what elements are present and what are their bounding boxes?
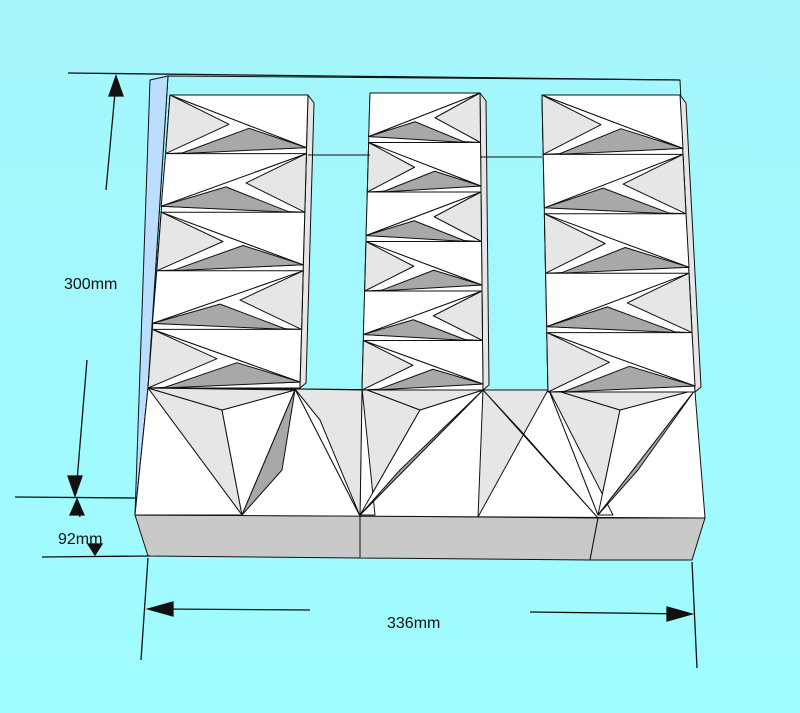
prong-facet: [545, 272, 690, 328]
base-front-face: [359, 515, 599, 561]
prong-facet: [626, 272, 693, 334]
prong-facet: [151, 303, 288, 330]
base-facet: [547, 387, 614, 516]
prong-facet: [379, 269, 483, 292]
prong-facet: [562, 365, 696, 393]
dim-300-line-lower: [75, 359, 88, 494]
e-shaped-part-model: [134, 75, 706, 561]
arrow-up-icon: [108, 74, 124, 97]
prong-facet: [165, 94, 230, 155]
extension-line-top: [67, 72, 681, 81]
dim-336-line-right: [529, 611, 691, 615]
extension-line-right: [691, 561, 698, 669]
prong-facet: [557, 128, 684, 155]
dimension-label-thickness: 92mm: [58, 531, 103, 548]
prong-facet: [542, 153, 684, 209]
base-facet: [482, 389, 599, 519]
prong-facet: [546, 332, 610, 393]
prong-facet: [151, 270, 304, 324]
base-front-face: [134, 514, 361, 559]
prong-facet: [368, 121, 466, 143]
prong-facet: [543, 187, 672, 215]
prong-facet: [365, 241, 483, 286]
dim-336-line-left: [159, 608, 311, 611]
prong-facet: [160, 153, 307, 207]
base-front-face: [589, 517, 706, 561]
prong-facet: [362, 340, 484, 385]
base-facet: [597, 389, 696, 516]
prong-facet: [365, 191, 482, 236]
prong-facet: [147, 328, 218, 389]
base-facet: [134, 387, 243, 516]
prong-facet: [622, 153, 687, 215]
prong-facet: [368, 92, 481, 137]
prong-facet: [432, 290, 483, 341]
prong-facet: [365, 220, 467, 242]
prong-facet: [366, 142, 416, 193]
prong-facet: [546, 306, 678, 334]
extension-line-bottom: [41, 555, 151, 558]
prong-facet: [560, 247, 690, 274]
prong-facet: [169, 94, 309, 149]
dimension-label-width: 336mm: [387, 615, 441, 632]
prong-facet: [245, 153, 307, 213]
dimension-label-height: 300mm: [64, 276, 118, 293]
prong-facet: [151, 328, 303, 383]
dim-92-line: [76, 504, 81, 518]
prong-facet: [160, 211, 306, 266]
base-facet: [294, 388, 361, 517]
arrow-right-icon: [666, 606, 695, 622]
prong-facet: [434, 92, 481, 143]
dimension-lines: [14, 72, 698, 669]
prong-facet: [361, 340, 414, 391]
prong-facet: [546, 332, 696, 387]
arrow-down-icon: [67, 475, 83, 498]
prong-facet: [160, 186, 291, 213]
dim-300-line-upper: [105, 81, 117, 191]
prong-facet: [364, 241, 415, 292]
prong-facet: [156, 211, 224, 272]
prong-facet: [543, 213, 606, 274]
arrow-left-icon: [145, 601, 174, 617]
base-facet: [359, 389, 484, 516]
base-facet: [147, 387, 296, 411]
extension-line-left: [140, 557, 149, 661]
base-facet: [241, 389, 296, 516]
prong-facet: [362, 319, 468, 341]
arrow-down-icon: [86, 543, 104, 557]
prong-facet: [543, 213, 690, 268]
prong-facet: [171, 245, 304, 272]
prong-facet: [433, 191, 482, 242]
prong-facet: [541, 94, 602, 155]
prong-facet: [381, 170, 482, 193]
prong-facet: [541, 94, 684, 149]
prong-facet: [362, 290, 483, 335]
prong-facet: [376, 368, 484, 391]
prong-facet: [180, 127, 307, 155]
base-facet: [477, 389, 549, 518]
prong-facet: [162, 362, 301, 389]
prong-facet: [239, 270, 304, 330]
prong-facet: [368, 142, 482, 187]
